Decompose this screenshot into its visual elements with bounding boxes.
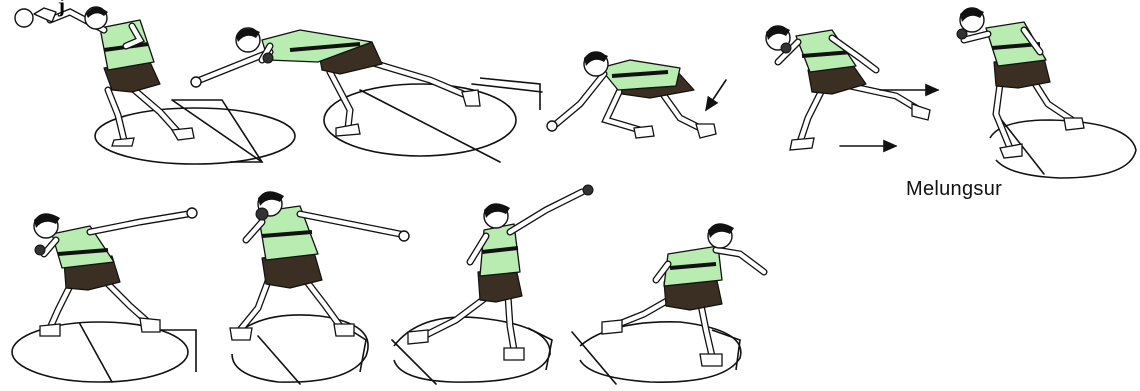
caption-melungsur: Melungsur (906, 178, 1002, 201)
figure-row1-phase3 (547, 52, 726, 138)
figure-row2-phase2 (230, 191, 409, 384)
figure-row2-phase3 (392, 185, 593, 384)
figure-row1-phase5 (957, 8, 1136, 178)
arrow-down-left-icon (706, 80, 726, 110)
figure-row1-phase4 (766, 26, 938, 150)
figure-row2-phase4 (572, 223, 764, 384)
page-heading: j (58, 0, 65, 18)
figure-row2-phase1 (12, 208, 197, 382)
